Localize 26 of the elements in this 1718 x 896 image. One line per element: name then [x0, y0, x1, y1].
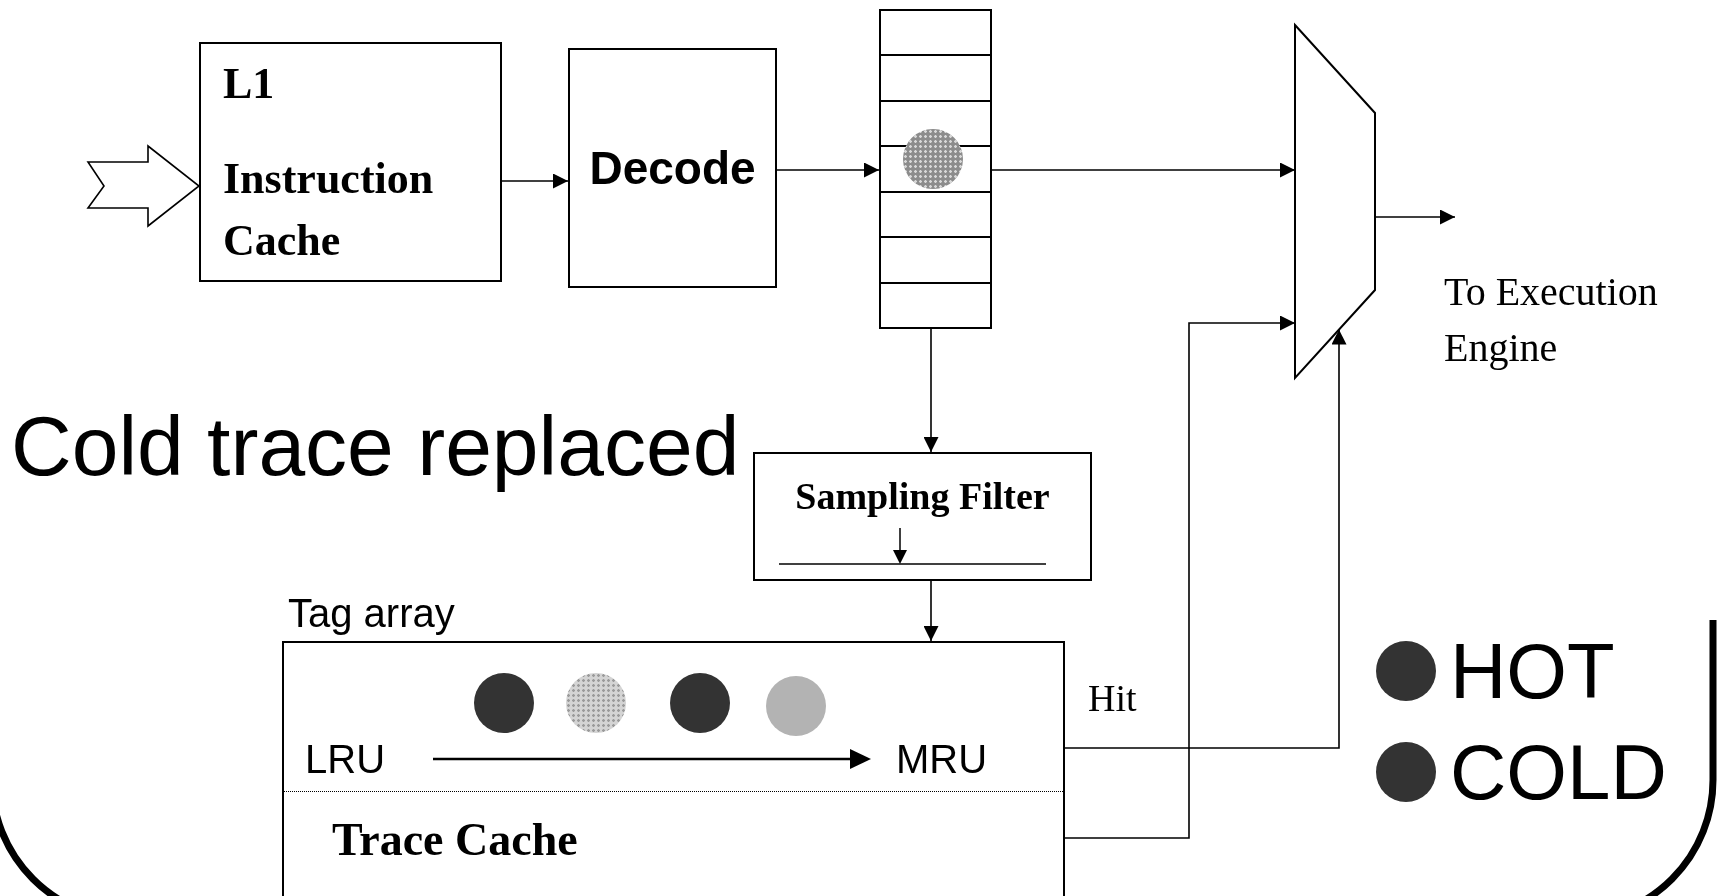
arrow [1064, 315, 1296, 839]
legend-label: COLD [1450, 728, 1667, 816]
arrow [923, 328, 939, 453]
end-label: MRU [896, 736, 988, 782]
section-heading: Tag array [288, 590, 455, 637]
block-arrow [86, 144, 201, 228]
arrow [1064, 328, 1347, 749]
cache-box [199, 42, 502, 282]
multiplexer [1295, 25, 1375, 378]
queue-stack [879, 9, 992, 329]
filter-box [753, 452, 1092, 581]
end-label: LRU [305, 736, 386, 782]
arrow [501, 173, 569, 189]
caption-text: Cold trace replaced [11, 400, 740, 492]
box-title: Decode [589, 145, 756, 191]
box-title: Trace Cache [332, 813, 578, 867]
legend-label: HOT [1450, 627, 1615, 715]
box-title: Instruction Cache [223, 153, 435, 267]
arrow [776, 162, 880, 178]
arrow [1374, 209, 1456, 225]
box-title: Sampling Filter [794, 474, 1051, 518]
decode-box [568, 48, 777, 288]
arrow [923, 580, 939, 642]
output-label: To Execution Engine [1444, 268, 1659, 372]
cache-level-label: L1 [223, 62, 275, 106]
arrow [991, 162, 1296, 178]
